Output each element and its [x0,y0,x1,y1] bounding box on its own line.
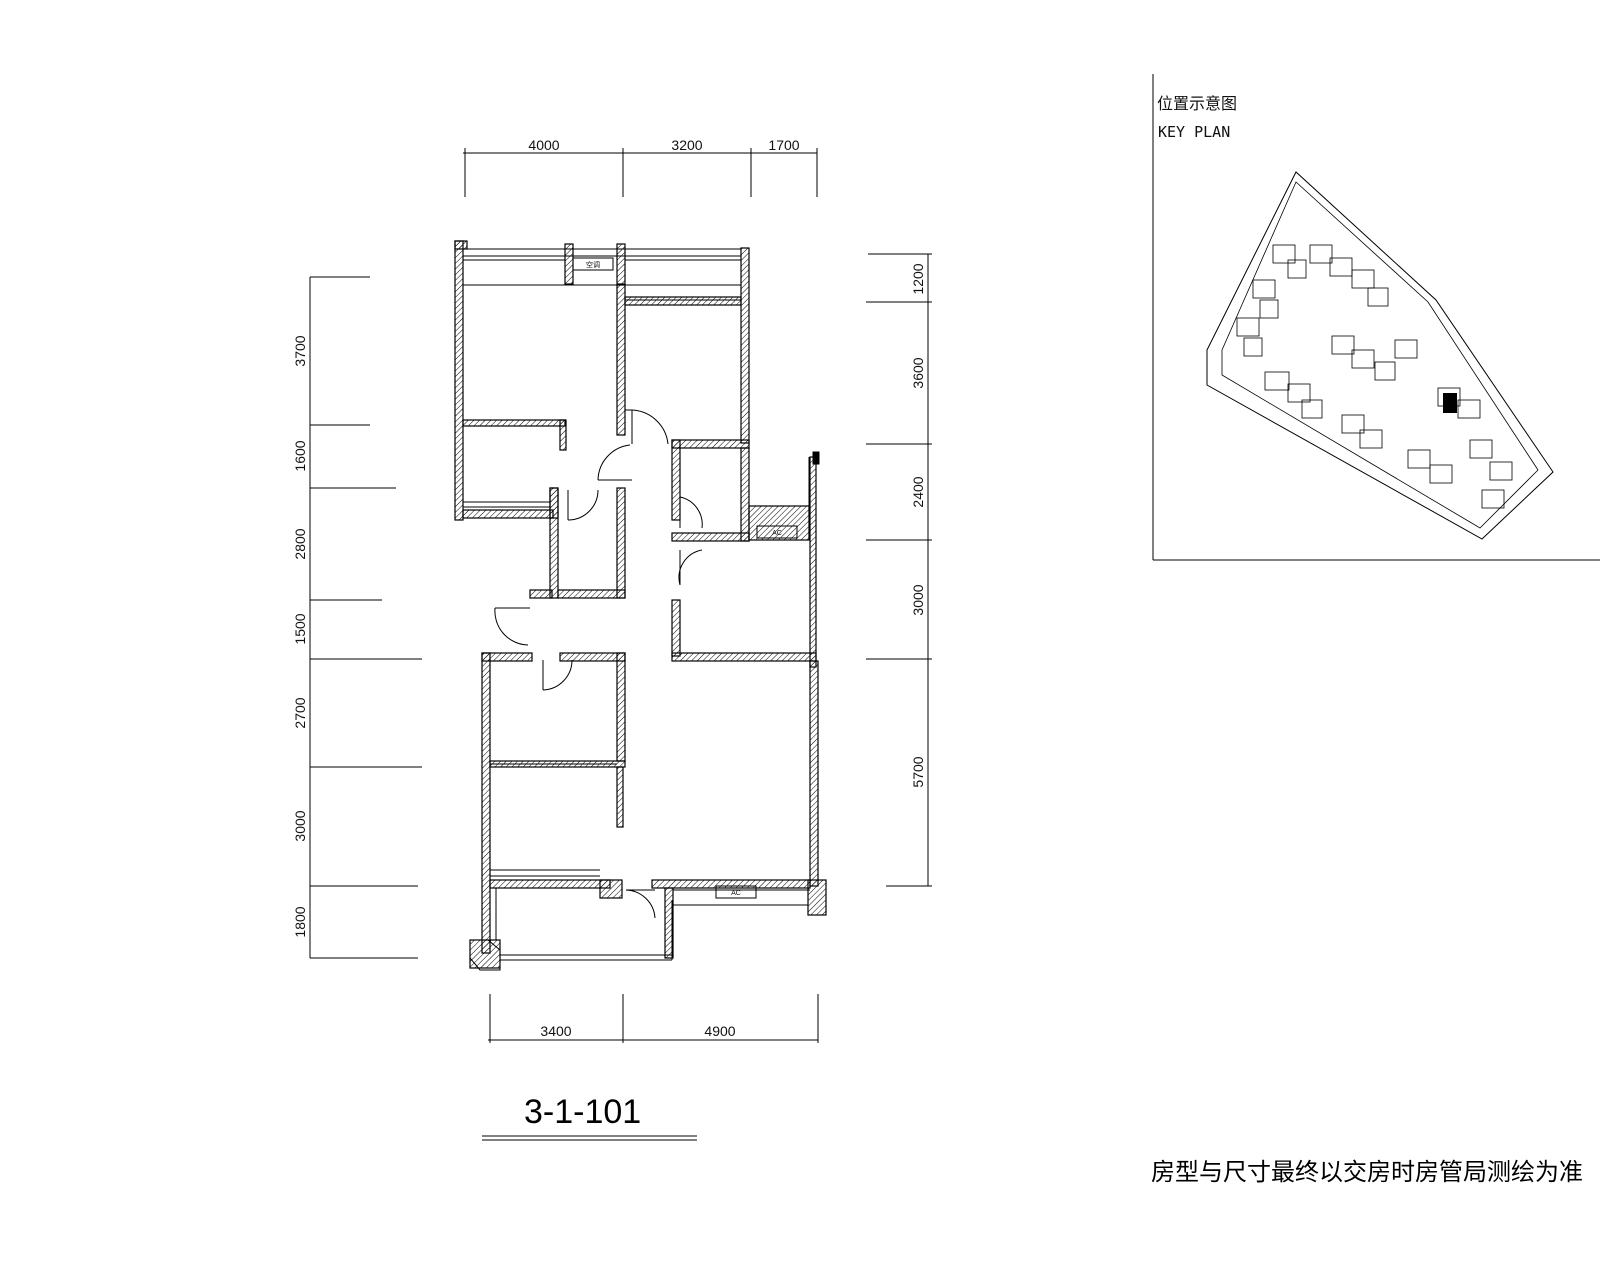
ac-label-1: 空调 [586,260,600,269]
left-dim-7: 1800 [292,906,308,937]
right-dim-3: 2400 [910,476,926,507]
top-dimension-line [463,148,818,197]
plan-title: 3-1-101 [524,1093,641,1131]
right-dim-5: 5700 [910,756,926,787]
bottom-dimension-line [488,994,819,1043]
left-dim-1: 3700 [292,335,308,366]
left-dim-4: 1500 [292,613,308,644]
plan-thin-lines [463,248,820,961]
top-dim-1: 4000 [528,137,559,153]
key-plan-title-cn: 位置示意图 [1157,94,1237,113]
ac-label-3: AC [772,530,782,537]
plan-doors [469,409,703,971]
right-dim-1: 1200 [910,263,926,294]
top-dim-3: 1700 [768,137,799,153]
left-dim-6: 3000 [292,810,308,841]
bottom-dim-1: 3400 [540,1023,571,1039]
key-plan-highlight [1443,393,1457,413]
right-dimension-line [866,253,932,887]
left-dimension-line [309,276,422,959]
right-dim-4: 3000 [910,584,926,615]
ac-label-2: AC [731,890,741,897]
key-plan-title-en: KEY PLAN [1158,123,1230,141]
key-plan-buildings [1236,244,1513,509]
left-dim-2: 1600 [292,440,308,471]
left-dim-5: 2700 [292,697,308,728]
disclaimer-note: 房型与尺寸最终以交房时房管局测绘为准 [1151,1158,1583,1186]
left-dim-3: 2800 [292,528,308,559]
top-dim-2: 3200 [671,137,702,153]
key-plan [1152,74,1600,561]
bottom-dim-2: 4900 [704,1023,735,1039]
plan-walls [454,240,827,969]
right-dim-2: 3600 [910,357,926,388]
